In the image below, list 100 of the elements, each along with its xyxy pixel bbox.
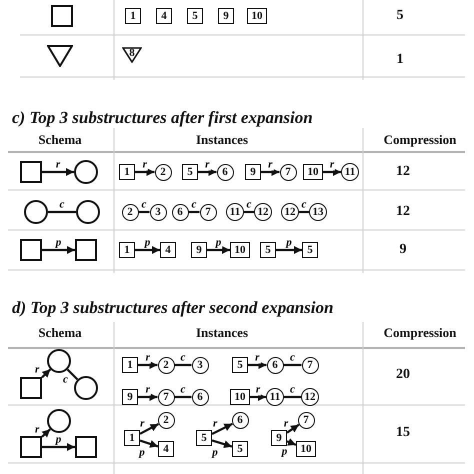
connector-line	[48, 210, 76, 214]
square-node: 9	[218, 8, 234, 24]
square-node: 4	[156, 8, 172, 24]
table-cell: 20	[396, 367, 410, 383]
edge-label: r	[144, 352, 151, 364]
circle-symbol	[74, 160, 98, 184]
square-node: 9	[245, 164, 261, 180]
circle-node: 12	[281, 203, 299, 221]
edge-label: p	[214, 238, 222, 248]
circle-symbol	[74, 376, 98, 400]
connector-line	[284, 396, 301, 398]
arrow	[41, 428, 51, 438]
arrow	[42, 168, 74, 176]
square-node: 10	[296, 441, 316, 457]
square-symbol	[20, 161, 42, 183]
triangle-node: 8	[122, 47, 142, 63]
circle-node: 7	[280, 164, 296, 180]
circle-node: 12	[254, 203, 272, 221]
arrow	[135, 246, 160, 254]
circle-node: 7	[158, 388, 174, 406]
column-header: Schema	[38, 325, 82, 341]
edge-label: c	[140, 200, 148, 210]
edge-label: c	[180, 352, 186, 364]
edge-label: c	[289, 352, 296, 364]
edge-label: p	[138, 447, 146, 458]
edge-label: c	[62, 374, 69, 385]
table-cell: 15	[396, 425, 410, 441]
circle-node: 7	[298, 412, 314, 428]
square-symbol	[51, 5, 73, 27]
arrow	[198, 168, 216, 176]
square-node: 9	[191, 242, 207, 258]
section-title: c) Top 3 substructures after first expansion	[12, 108, 313, 128]
square-node: 10	[247, 8, 267, 24]
circle-node: 6	[266, 356, 284, 374]
edge-label: p	[285, 238, 293, 248]
arrow	[42, 246, 75, 254]
arrow	[212, 439, 232, 448]
circle-node: 11	[226, 203, 244, 221]
connector-line	[244, 210, 254, 214]
connector-line	[299, 210, 309, 214]
edge-label: r	[204, 160, 210, 170]
edge-label: r	[142, 160, 148, 170]
edge-label: c	[190, 200, 198, 210]
column-header: Instances	[196, 132, 248, 148]
circle-node: 2	[154, 164, 172, 180]
circle-node: 13	[309, 203, 327, 221]
circle-symbol	[24, 200, 48, 224]
table-cell: 9	[400, 242, 406, 258]
connector-line	[138, 210, 150, 214]
edge-label: p	[54, 434, 62, 446]
section-title: d) Top 3 substructures after second expansion	[12, 298, 334, 318]
square-node: 5	[182, 164, 198, 180]
circle-node: 6	[216, 164, 234, 180]
square-symbol	[20, 377, 42, 399]
circle-node: 2	[158, 412, 174, 428]
square-node: 5	[232, 357, 248, 373]
edge-label: c	[58, 200, 66, 210]
circle-symbol	[76, 200, 100, 224]
edge-label: c	[289, 384, 296, 396]
connector-line	[174, 396, 192, 398]
connector-line	[174, 364, 192, 366]
edge-label: p	[54, 238, 62, 248]
edge-label: r	[282, 418, 290, 430]
square-node: 4	[158, 441, 174, 457]
square-node: 10	[303, 164, 323, 180]
square-node: 5	[187, 8, 203, 24]
square-node: 10	[230, 389, 250, 405]
edge-label: p	[144, 238, 152, 248]
circle-node: 3	[150, 204, 166, 220]
circle-node: 11	[266, 388, 284, 406]
edge-label: r	[54, 160, 62, 170]
edge-label: r	[144, 384, 151, 396]
square-node: 9	[271, 430, 287, 446]
edge-label: r	[267, 160, 274, 170]
table-cell: 1	[396, 52, 404, 68]
square-node: 5	[196, 430, 212, 446]
arrow	[138, 393, 158, 401]
connector-line	[66, 368, 78, 380]
arrow	[286, 438, 296, 446]
edge-label: r	[254, 384, 262, 396]
column-header: Compression	[384, 132, 456, 148]
arrow	[286, 424, 300, 434]
column-header: Instances	[196, 325, 248, 341]
edge-label: r	[139, 418, 146, 430]
edge-label: p	[211, 447, 219, 458]
connector-line	[284, 364, 302, 366]
arrow	[140, 440, 158, 448]
square-node: 1	[119, 164, 135, 180]
arrow	[250, 393, 266, 401]
arrow	[138, 361, 158, 369]
circle-node: 6	[232, 412, 248, 428]
column-header: Schema	[38, 132, 82, 148]
circle-node: 3	[192, 356, 208, 374]
circle-node: 6	[192, 388, 208, 406]
square-node: 1	[119, 242, 135, 258]
arrow	[248, 361, 266, 369]
edge-label: r	[34, 424, 40, 436]
square-node: 4	[160, 242, 176, 258]
square-node: 1	[122, 357, 138, 373]
circle-node: 2	[122, 204, 138, 220]
